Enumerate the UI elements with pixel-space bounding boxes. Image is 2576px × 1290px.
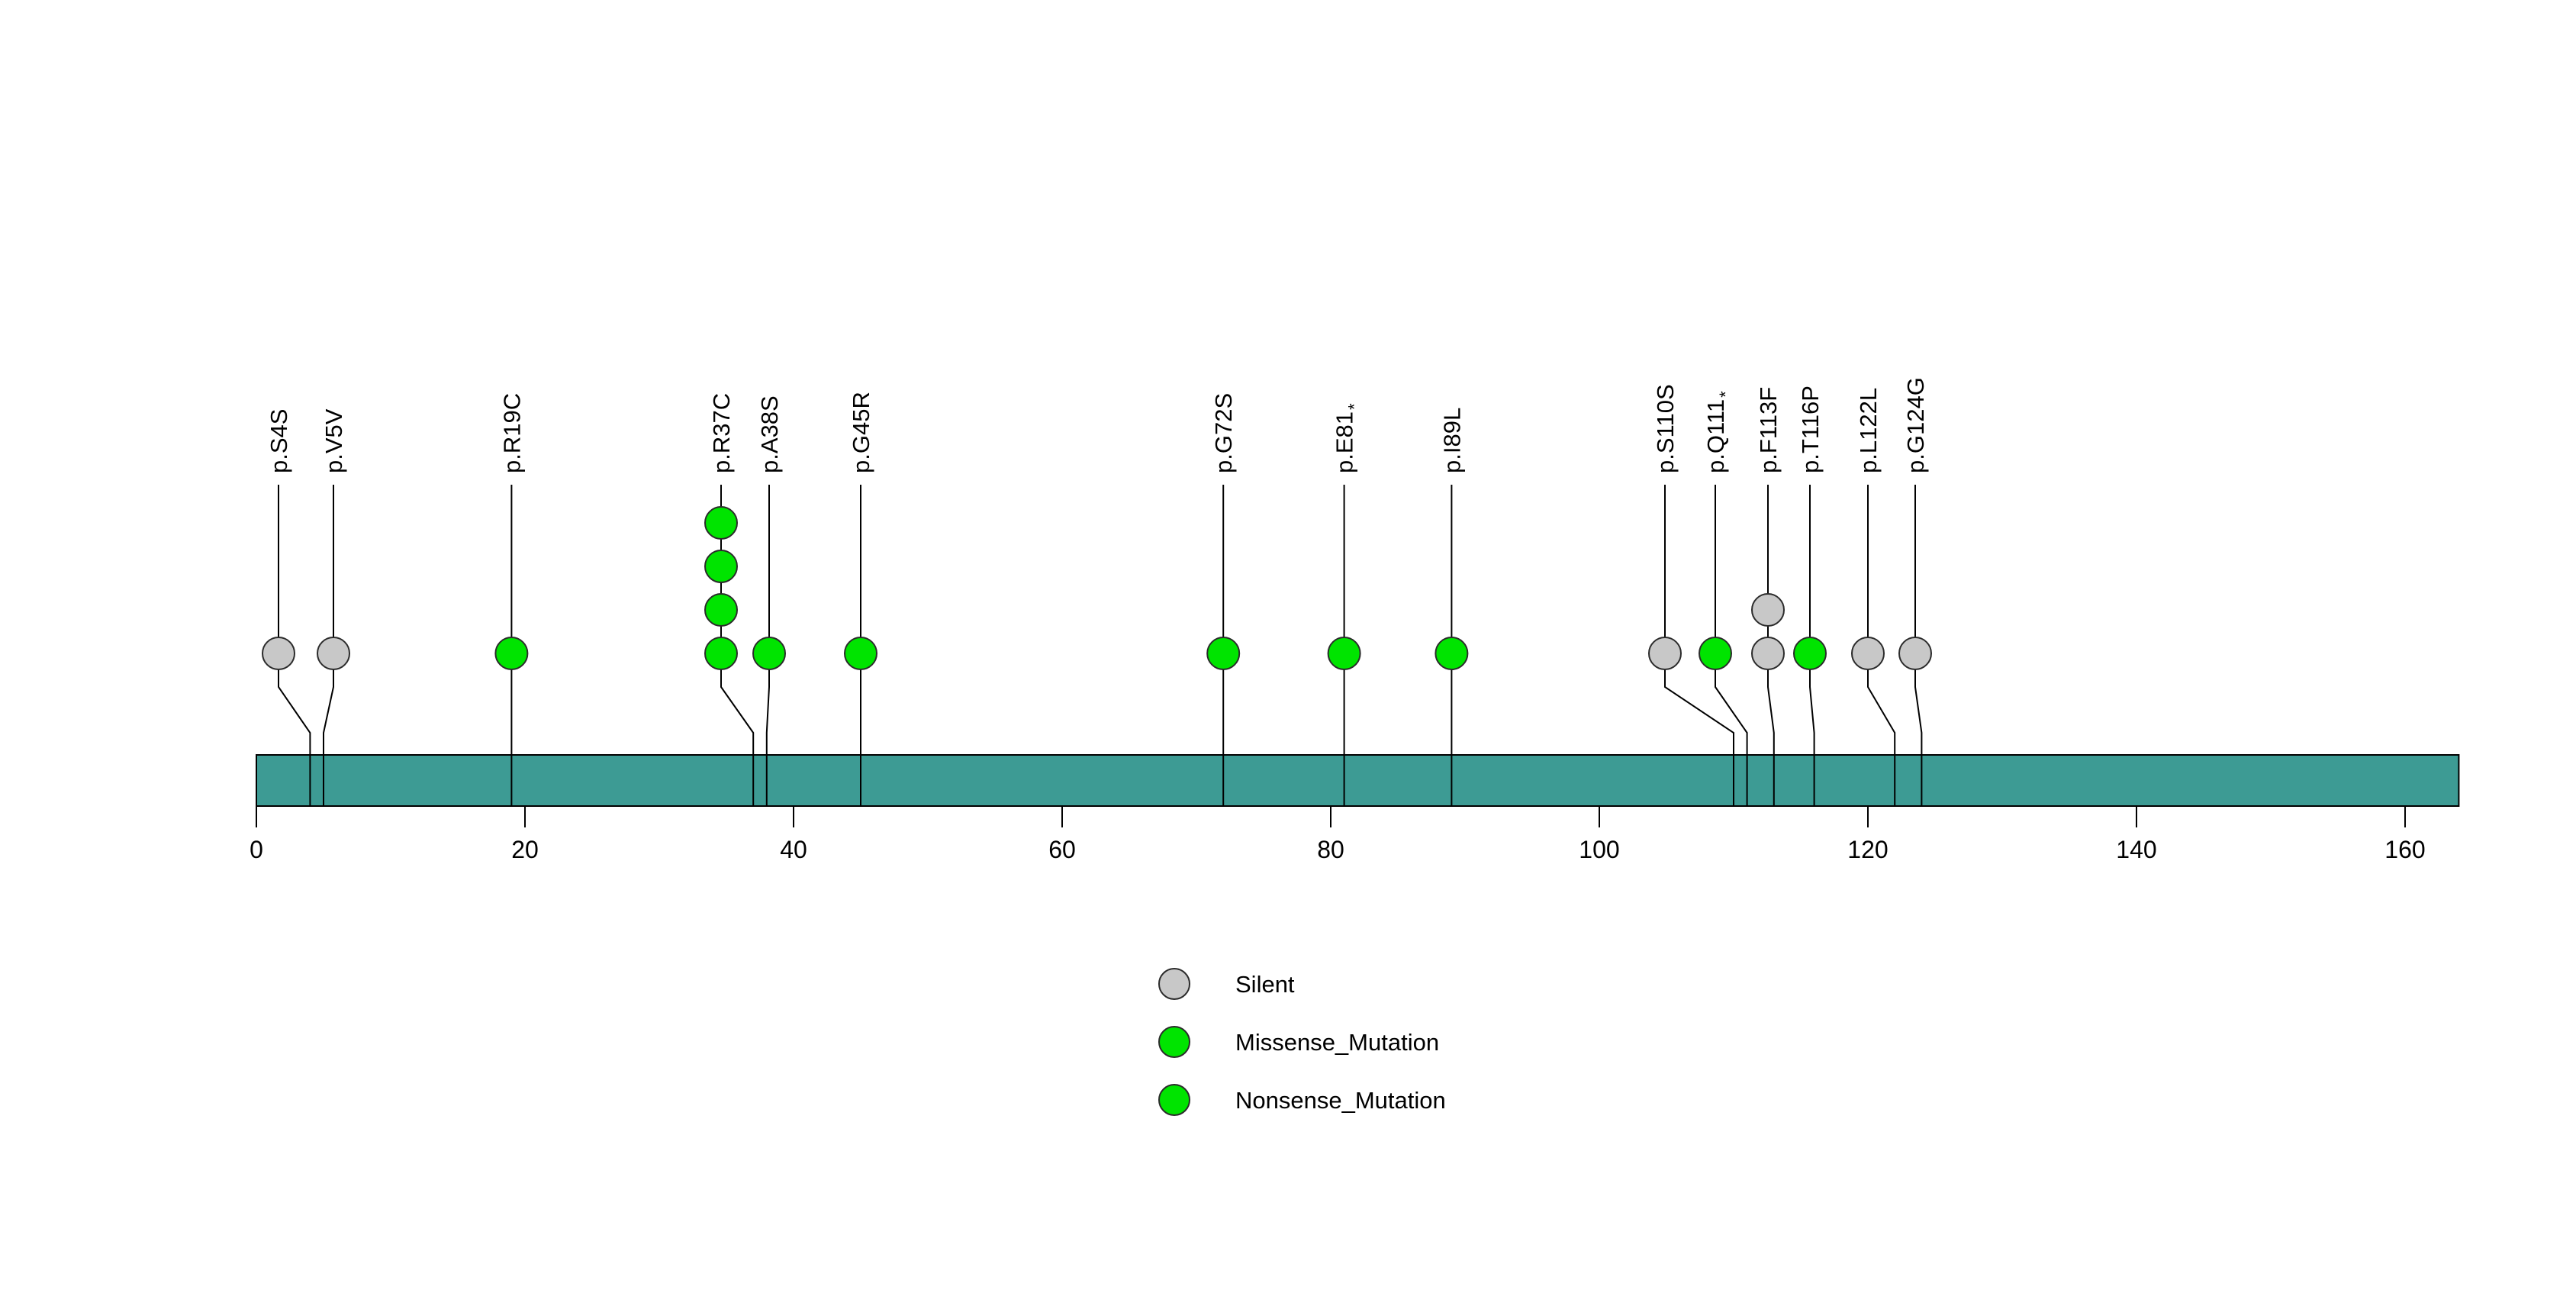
mutation-marker <box>1206 637 1241 670</box>
mutation-stick <box>1767 485 1775 806</box>
axis-tick-label: 100 <box>1579 836 1619 863</box>
mutation-marker <box>1751 637 1785 670</box>
mutation-marker <box>752 637 786 670</box>
mutation-marker <box>844 637 877 670</box>
mutation-label: p.S110S <box>1652 384 1679 473</box>
mutation-label: p.S4S <box>266 409 292 473</box>
legend-label-silent: Silent <box>1235 971 1295 998</box>
mutation-markers-layer <box>262 506 1932 670</box>
mutation-marker <box>704 593 738 627</box>
legend-swatch-silent <box>1158 968 1190 1000</box>
mutation-stick <box>1867 485 1896 806</box>
mutation-stick <box>1914 485 1923 806</box>
legend-swatch-nonsense <box>1158 1084 1190 1116</box>
mutation-label: p.F113F <box>1755 387 1782 473</box>
mutation-marker <box>1898 637 1932 670</box>
mutation-stick <box>765 485 770 806</box>
axis-tick-label: 120 <box>1847 836 1888 863</box>
protein-bar-layer <box>256 754 2460 807</box>
mutation-marker <box>1648 637 1682 670</box>
mutation-label: p.V5V <box>320 408 347 473</box>
mutation-label: p.Q111* <box>1702 391 1735 473</box>
mutation-stick <box>1715 485 1748 806</box>
mutation-label: p.G124G <box>1902 377 1929 473</box>
mutation-sticks-layer <box>278 485 1923 806</box>
axis-tick-label: 20 <box>511 836 539 863</box>
legend-swatch-missense <box>1158 1026 1190 1058</box>
mutation-stick <box>278 485 311 806</box>
mutation-marker <box>1435 637 1469 670</box>
mutation-marker <box>494 637 529 670</box>
mutation-marker <box>1851 637 1885 670</box>
legend-label-missense: Missense_Mutation <box>1235 1029 1439 1056</box>
mutation-marker <box>704 506 738 540</box>
mutation-label: p.T116P <box>1797 385 1824 473</box>
mutation-marker <box>1327 637 1361 670</box>
mutation-stick <box>323 485 334 806</box>
mutation-labels-layer: p.S4S p.V5V p.R19C p.R37C p.A38S p.G45R p.G72S… <box>266 377 1929 473</box>
mutation-stick <box>1664 485 1734 806</box>
legend-label-nonsense: Nonsense_Mutation <box>1235 1087 1446 1114</box>
mutation-marker <box>1699 637 1732 670</box>
mutation-stick <box>720 485 755 806</box>
mutation-marker <box>262 637 295 670</box>
mutation-label: p.G45R <box>848 392 874 473</box>
mutation-label: p.G72S <box>1210 393 1237 473</box>
mutation-label: p.E81* <box>1331 403 1364 473</box>
legend: Silent Missense_Mutation Nonsense_Mutati… <box>1158 968 1446 1116</box>
axis-tick-label: 80 <box>1317 836 1344 863</box>
mutation-marker <box>317 637 350 670</box>
mutation-stick <box>1809 485 1815 806</box>
axis-tick-label: 140 <box>2116 836 2156 863</box>
mutation-marker <box>1751 593 1785 627</box>
mutation-marker <box>1793 637 1827 670</box>
axis-tick-label: 60 <box>1048 836 1076 863</box>
mutation-label: p.R19C <box>498 393 525 473</box>
axis-tick-label: 0 <box>250 836 263 863</box>
protein-bar <box>256 754 2460 807</box>
axis-tick-label: 160 <box>2384 836 2425 863</box>
mutation-marker <box>704 550 738 583</box>
axis-tick-label: 40 <box>780 836 807 863</box>
mutation-label: p.A38S <box>756 395 783 473</box>
mutation-label: p.I89L <box>1438 408 1465 473</box>
mutation-label: p.R37C <box>708 393 735 473</box>
mutation-marker <box>704 637 738 670</box>
mutation-label: p.L122L <box>1855 388 1882 473</box>
axis-layer: 0 20 40 60 80 100 120 140 160 <box>250 806 2426 863</box>
